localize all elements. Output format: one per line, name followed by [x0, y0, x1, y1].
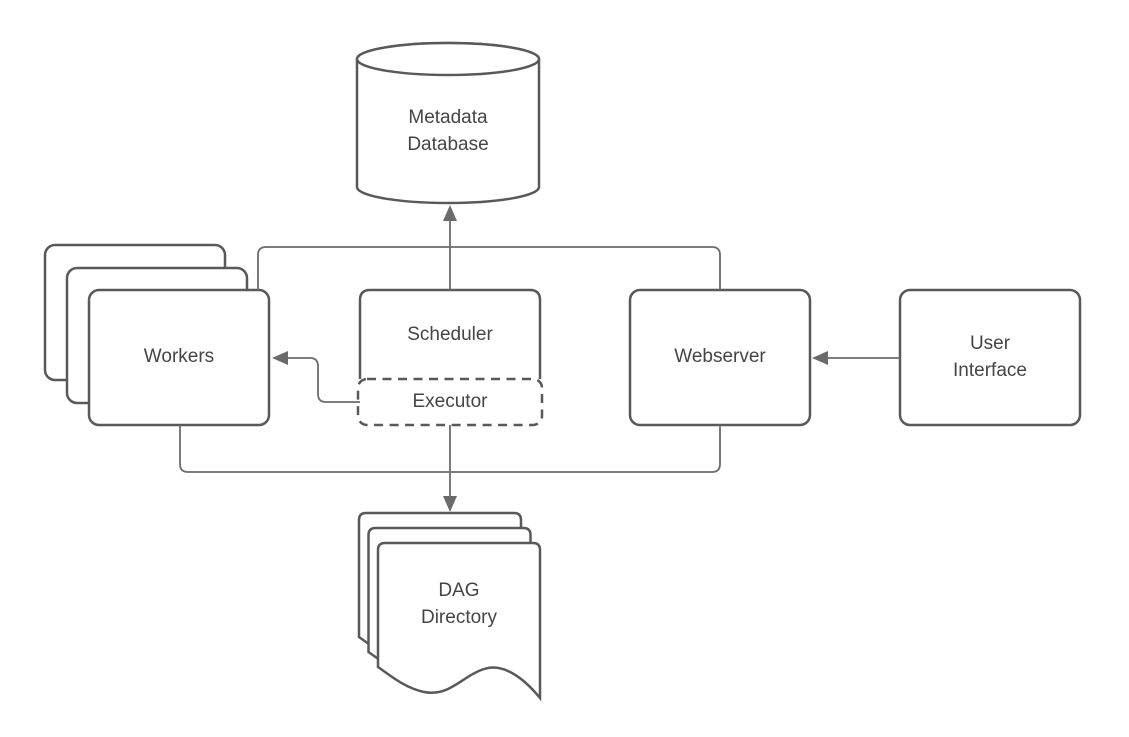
webserver-shape — [628, 288, 812, 427]
workers-stack — [43, 243, 271, 427]
database-cylinder-top — [355, 41, 541, 77]
connectors — [179, 205, 900, 512]
edge-top-bus — [257, 246, 721, 290]
executor-shape — [356, 377, 544, 427]
arrowhead-to-workers — [272, 351, 288, 365]
metadata-database-shape — [355, 41, 541, 205]
workers-box-front — [87, 288, 271, 427]
edge-executor-to-workers — [288, 357, 360, 403]
arrowhead-to-dag-directory — [443, 496, 457, 512]
dag-directory-stack — [357, 511, 542, 702]
dag-directory-document-front — [376, 541, 542, 702]
user-interface-shape — [898, 288, 1082, 427]
scheduler-shape — [358, 288, 542, 379]
arrowhead-to-database — [443, 205, 457, 221]
arrowhead-to-webserver — [812, 351, 828, 365]
